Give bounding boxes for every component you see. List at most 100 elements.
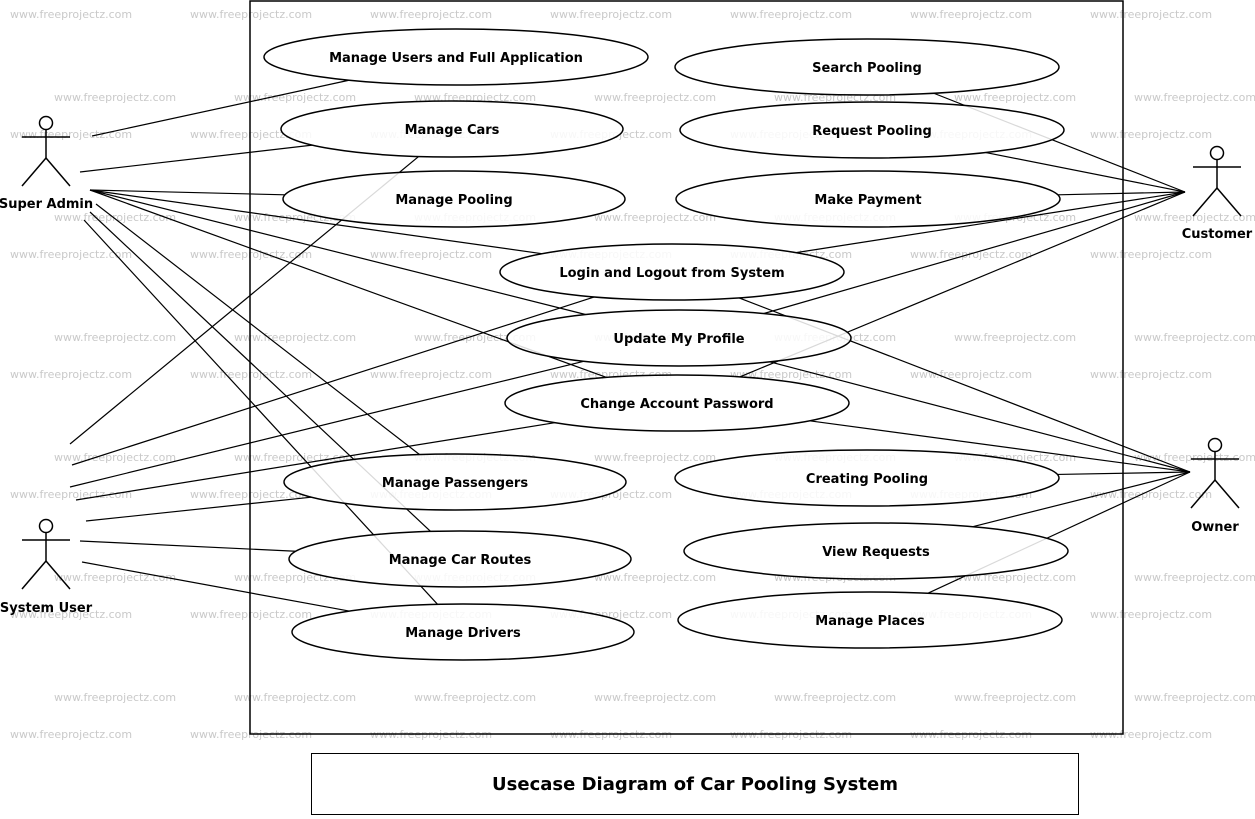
watermark-text: www.freeprojectz.com bbox=[370, 8, 492, 21]
association-line-super-admin-manage-users bbox=[91, 79, 350, 137]
use-case-label: Manage Places bbox=[815, 614, 925, 629]
watermark-text: www.freeprojectz.com bbox=[910, 8, 1032, 21]
actor-label: Owner bbox=[1191, 520, 1239, 535]
actor-owner: Owner bbox=[1190, 437, 1240, 535]
watermark-text: www.freeprojectz.com bbox=[10, 128, 132, 141]
watermark-text: www.freeprojectz.com bbox=[1090, 728, 1212, 741]
association-line-super-admin-update-profile bbox=[89, 189, 586, 316]
association-line-system-user-login-logout bbox=[71, 296, 595, 466]
actor-label: System User bbox=[0, 601, 93, 616]
actor-head bbox=[1207, 437, 1223, 453]
use-case-label: Manage Users and Full Application bbox=[329, 51, 583, 66]
actor-label: Customer bbox=[1182, 227, 1253, 242]
association-line-super-admin-manage-passengers bbox=[95, 203, 420, 456]
watermark-text: www.freeprojectz.com bbox=[190, 608, 312, 621]
watermark-text: www.freeprojectz.com bbox=[594, 451, 716, 464]
use-case-ellipse bbox=[283, 453, 627, 511]
actor-system-user: System User bbox=[0, 518, 93, 616]
diagram-caption: Usecase Diagram of Car Pooling System bbox=[492, 773, 898, 795]
watermark-text: www.freeprojectz.com bbox=[54, 451, 176, 464]
use-case-creating-pooling: Creating Pooling bbox=[674, 449, 1060, 507]
use-case-update-profile: Update My Profile bbox=[506, 309, 852, 367]
watermark-text: www.freeprojectz.com bbox=[1134, 451, 1255, 464]
actor-left-leg bbox=[21, 157, 47, 187]
use-case-label: Update My Profile bbox=[613, 332, 744, 347]
use-case-manage-drivers: Manage Drivers bbox=[291, 603, 635, 661]
watermark-text: www.freeprojectz.com bbox=[54, 91, 176, 104]
watermark-text: www.freeprojectz.com bbox=[370, 248, 492, 261]
watermark-text: www.freeprojectz.com bbox=[774, 691, 896, 704]
association-line-system-user-manage-drivers bbox=[81, 561, 350, 612]
association-line-customer-update-profile bbox=[763, 191, 1186, 315]
watermark-text: www.freeprojectz.com bbox=[1090, 8, 1212, 21]
watermark-text: www.freeprojectz.com bbox=[10, 488, 132, 501]
use-case-ellipse bbox=[263, 28, 649, 86]
association-line-system-user-manage-car-routes bbox=[79, 540, 296, 552]
watermark-text: www.freeprojectz.com bbox=[1134, 211, 1255, 224]
actor-left-leg bbox=[21, 560, 47, 590]
use-case-ellipse bbox=[683, 522, 1069, 580]
watermark-text: www.freeprojectz.com bbox=[954, 331, 1076, 344]
use-case-ellipse bbox=[677, 591, 1063, 649]
use-case-search-pooling: Search Pooling bbox=[674, 38, 1060, 96]
watermark-text: www.freeprojectz.com bbox=[234, 691, 356, 704]
use-case-label: Creating Pooling bbox=[806, 472, 928, 487]
watermark-text: www.freeprojectz.com bbox=[54, 571, 176, 584]
use-case-ellipse bbox=[674, 38, 1060, 96]
use-case-manage-car-routes: Manage Car Routes bbox=[288, 530, 632, 588]
association-line-owner-view-requests bbox=[972, 471, 1191, 528]
watermark-text: www.freeprojectz.com bbox=[954, 691, 1076, 704]
watermark-text: www.freeprojectz.com bbox=[1134, 571, 1255, 584]
watermark-text: www.freeprojectz.com bbox=[1134, 691, 1255, 704]
association-line-owner-creating-pooling bbox=[1057, 471, 1191, 476]
watermark-text: www.freeprojectz.com bbox=[10, 608, 132, 621]
use-case-label: Request Pooling bbox=[812, 124, 932, 139]
association-line-system-user-update-profile bbox=[69, 360, 584, 488]
actor-head bbox=[1209, 145, 1225, 161]
watermark-text: www.freeprojectz.com bbox=[1134, 331, 1255, 344]
watermark-text: www.freeprojectz.com bbox=[54, 331, 176, 344]
watermark-text: www.freeprojectz.com bbox=[910, 368, 1032, 381]
association-line-owner-change-password bbox=[809, 420, 1191, 473]
use-case-label: Manage Passengers bbox=[382, 476, 528, 491]
actor-right-leg bbox=[45, 157, 71, 187]
actor-left-leg bbox=[1190, 479, 1216, 509]
use-case-label: View Requests bbox=[822, 545, 930, 560]
actor-head bbox=[38, 518, 54, 534]
watermark-text: www.freeprojectz.com bbox=[1090, 608, 1212, 621]
association-line-owner-update-profile bbox=[769, 361, 1191, 473]
use-case-ellipse bbox=[504, 374, 850, 432]
diagram-caption-box: Usecase Diagram of Car Pooling System bbox=[311, 753, 1079, 815]
use-case-manage-users: Manage Users and Full Application bbox=[263, 28, 649, 86]
watermark-text: www.freeprojectz.com bbox=[10, 8, 132, 21]
use-case-view-requests: View Requests bbox=[683, 522, 1069, 580]
use-case-request-pooling: Request Pooling bbox=[679, 101, 1065, 159]
watermark-text: www.freeprojectz.com bbox=[910, 248, 1032, 261]
watermark-text: www.freeprojectz.com bbox=[594, 571, 716, 584]
watermark-text: www.freeprojectz.com bbox=[190, 368, 312, 381]
watermark-text: www.freeprojectz.com bbox=[414, 691, 536, 704]
watermark-text: www.freeprojectz.com bbox=[54, 211, 176, 224]
use-case-label: Manage Car Routes bbox=[389, 553, 532, 568]
system-boundary bbox=[249, 0, 1124, 735]
actor-super-admin: Super Admin bbox=[0, 115, 93, 212]
actor-head bbox=[38, 115, 54, 131]
watermark-text: www.freeprojectz.com bbox=[190, 488, 312, 501]
use-case-label: Manage Pooling bbox=[395, 193, 512, 208]
watermark-text: www.freeprojectz.com bbox=[594, 91, 716, 104]
use-case-label: Change Account Password bbox=[580, 397, 773, 412]
use-case-label: Manage Cars bbox=[405, 123, 500, 138]
watermark-text: www.freeprojectz.com bbox=[730, 8, 852, 21]
use-case-manage-cars: Manage Cars bbox=[280, 100, 624, 158]
association-line-super-admin-manage-cars bbox=[79, 144, 313, 173]
association-line-customer-request-pooling bbox=[985, 151, 1186, 193]
actor-label: Super Admin bbox=[0, 197, 93, 212]
watermark-text: www.freeprojectz.com bbox=[10, 248, 132, 261]
watermark-text: www.freeprojectz.com bbox=[234, 91, 356, 104]
use-case-label: Manage Drivers bbox=[405, 626, 521, 641]
watermark-text: www.freeprojectz.com bbox=[1090, 368, 1212, 381]
use-case-ellipse bbox=[282, 170, 626, 228]
association-line-super-admin-manage-pooling bbox=[89, 189, 285, 196]
